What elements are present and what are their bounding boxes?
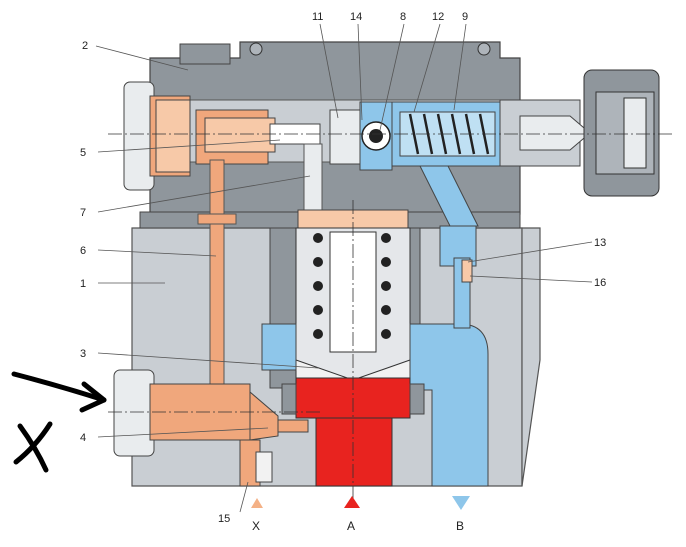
- port-b-label: B: [456, 519, 464, 533]
- pilot-valve: [329, 69, 660, 227]
- callout-3: 3: [80, 348, 86, 360]
- callout-8: 8: [400, 11, 406, 23]
- leader-lines: [95, 23, 593, 513]
- port-markers: X A B: [251, 496, 470, 533]
- pilot-line: [197, 143, 323, 389]
- port-x-triangle-icon: [251, 498, 263, 508]
- callout-1: 1: [80, 278, 86, 290]
- callout-13: 13: [594, 237, 606, 249]
- handwritten-arrow-icon: [11, 371, 107, 413]
- callout-16: 16: [594, 277, 606, 289]
- port-a-triangle-icon: [344, 496, 360, 508]
- handwritten-x-mark: [13, 421, 53, 473]
- callout-5: 5: [80, 147, 86, 159]
- callout-12: 12: [432, 11, 444, 23]
- left-plug-cap: [123, 81, 191, 191]
- callout-15: 15: [218, 513, 230, 525]
- callout-4: 4: [80, 432, 86, 444]
- callout-14: 14: [350, 11, 362, 23]
- port-b-triangle-icon: [452, 496, 470, 510]
- main-spring: [313, 233, 391, 339]
- pilot-spool: [195, 109, 321, 165]
- callout-9: 9: [462, 11, 468, 23]
- callout-2: 2: [82, 40, 88, 52]
- port-a-label: A: [347, 519, 355, 533]
- callout-6: 6: [80, 245, 86, 257]
- tank-channel-b: [261, 225, 489, 487]
- callout-7: 7: [80, 207, 86, 219]
- port-x-label: X: [252, 519, 260, 533]
- callout-11: 11: [312, 11, 323, 23]
- main-spool-bore: [269, 209, 421, 389]
- callout-labels: 2 11 14 8 12 9 5 7 6 1 3 4 13 16 15: [80, 11, 606, 525]
